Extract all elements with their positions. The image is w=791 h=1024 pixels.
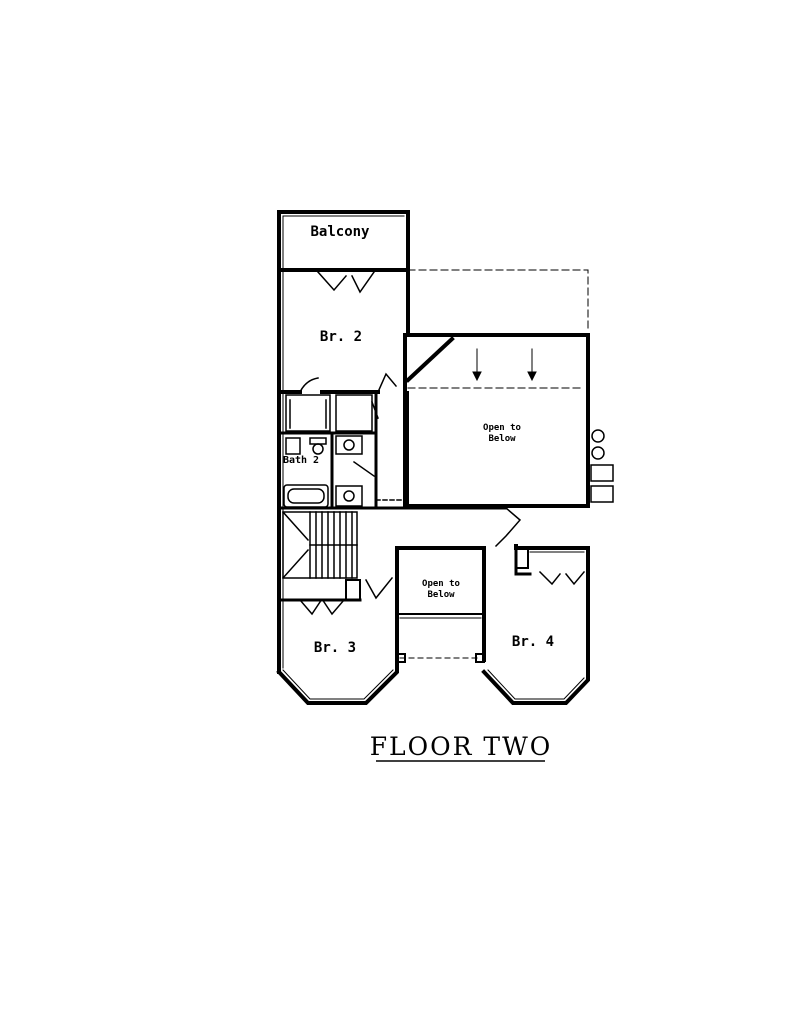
- balcony-walls: [277, 210, 410, 272]
- room-label-open-mid-1: Open to: [422, 579, 460, 589]
- room-label-br2: Br. 2: [320, 329, 362, 345]
- roof-line: [407, 269, 589, 389]
- ac-units: [590, 429, 614, 503]
- room-label-open-top-1: Open to: [483, 423, 521, 433]
- open-to-below-top-walls: [403, 333, 590, 508]
- room-label-bath2: Bath 2: [283, 455, 319, 466]
- exterior-walls: [277, 210, 410, 674]
- stairs: [277, 506, 522, 580]
- room-label-open-top-2: Below: [488, 434, 516, 444]
- br2-details: [285, 270, 398, 432]
- br4-walls: [481, 544, 590, 705]
- room-label-br3: Br. 3: [314, 640, 356, 656]
- room-label-br4: Br. 4: [512, 634, 554, 650]
- br3-walls: [276, 576, 399, 705]
- open-to-below-mid-walls: [395, 546, 486, 663]
- plan-title: FLOOR TWO: [370, 732, 553, 761]
- room-label-balcony: Balcony: [310, 224, 370, 240]
- bath2-fixtures: [277, 390, 405, 508]
- room-label-open-mid-2: Below: [427, 590, 455, 600]
